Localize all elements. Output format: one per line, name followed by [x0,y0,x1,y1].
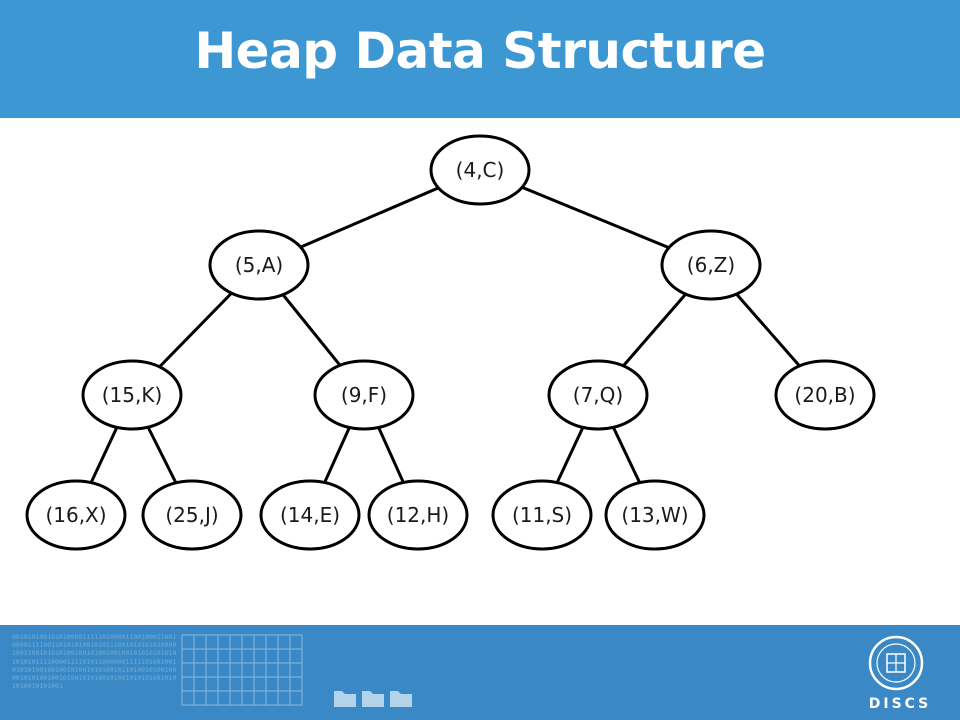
node-ellipse [491,479,593,551]
node-label: (13,W) [621,503,688,527]
node-ellipse [604,479,706,551]
heap-tree-diagram: (4,C) (5,A) (6,Z) (15,K) (9,F) (7,Q) (20,B) (16… [25,134,876,551]
node-label: (15,K) [102,383,163,407]
node-ellipse [141,479,243,551]
node-ellipse [313,359,415,431]
node-ellipse [774,359,876,431]
university-seal-icon [868,635,924,691]
tree-node: (20,B) [774,359,876,431]
node-label: (16,X) [45,503,106,527]
tree-node: (4,C) [429,134,531,206]
tree-node: (16,X) [25,479,127,551]
node-label: (12,H) [387,503,449,527]
node-ellipse [660,229,762,301]
binary-pattern: 0010101001010100001111101000011001000110… [12,633,177,691]
node-label: (4,C) [456,158,505,182]
node-label: (11,S) [512,503,572,527]
node-label: (5,A) [235,253,283,277]
tree-node: (9,F) [313,359,415,431]
node-ellipse [25,479,127,551]
tree-node: (14,E) [259,479,361,551]
folder-icons [334,691,412,707]
node-label: (7,Q) [573,383,623,407]
node-label: (9,F) [341,383,387,407]
tree-node: (5,A) [208,229,310,301]
tree-node: (25,J) [141,479,243,551]
footer-banner: 0010101001010100001111101000011001000110… [0,625,960,720]
tree-node: (15,K) [81,359,183,431]
title-banner: Heap Data Structure [0,0,960,118]
node-label: (14,E) [280,503,340,527]
tree-node: (7,Q) [547,359,649,431]
tree-node: (12,H) [367,479,469,551]
page-title: Heap Data Structure [194,22,766,80]
node-ellipse [367,479,469,551]
tree-node: (11,S) [491,479,593,551]
node-ellipse [547,359,649,431]
node-ellipse [429,134,531,206]
tree-node: (6,Z) [660,229,762,301]
node-label: (20,B) [794,383,855,407]
node-ellipse [259,479,361,551]
grid-chart-graphic [181,634,303,706]
tree-node: (13,W) [604,479,706,551]
node-ellipse [208,229,310,301]
node-label: (25,J) [165,503,218,527]
brand-logo-text: DISCS [868,696,932,712]
node-ellipse [81,359,183,431]
node-label: (6,Z) [687,253,735,277]
